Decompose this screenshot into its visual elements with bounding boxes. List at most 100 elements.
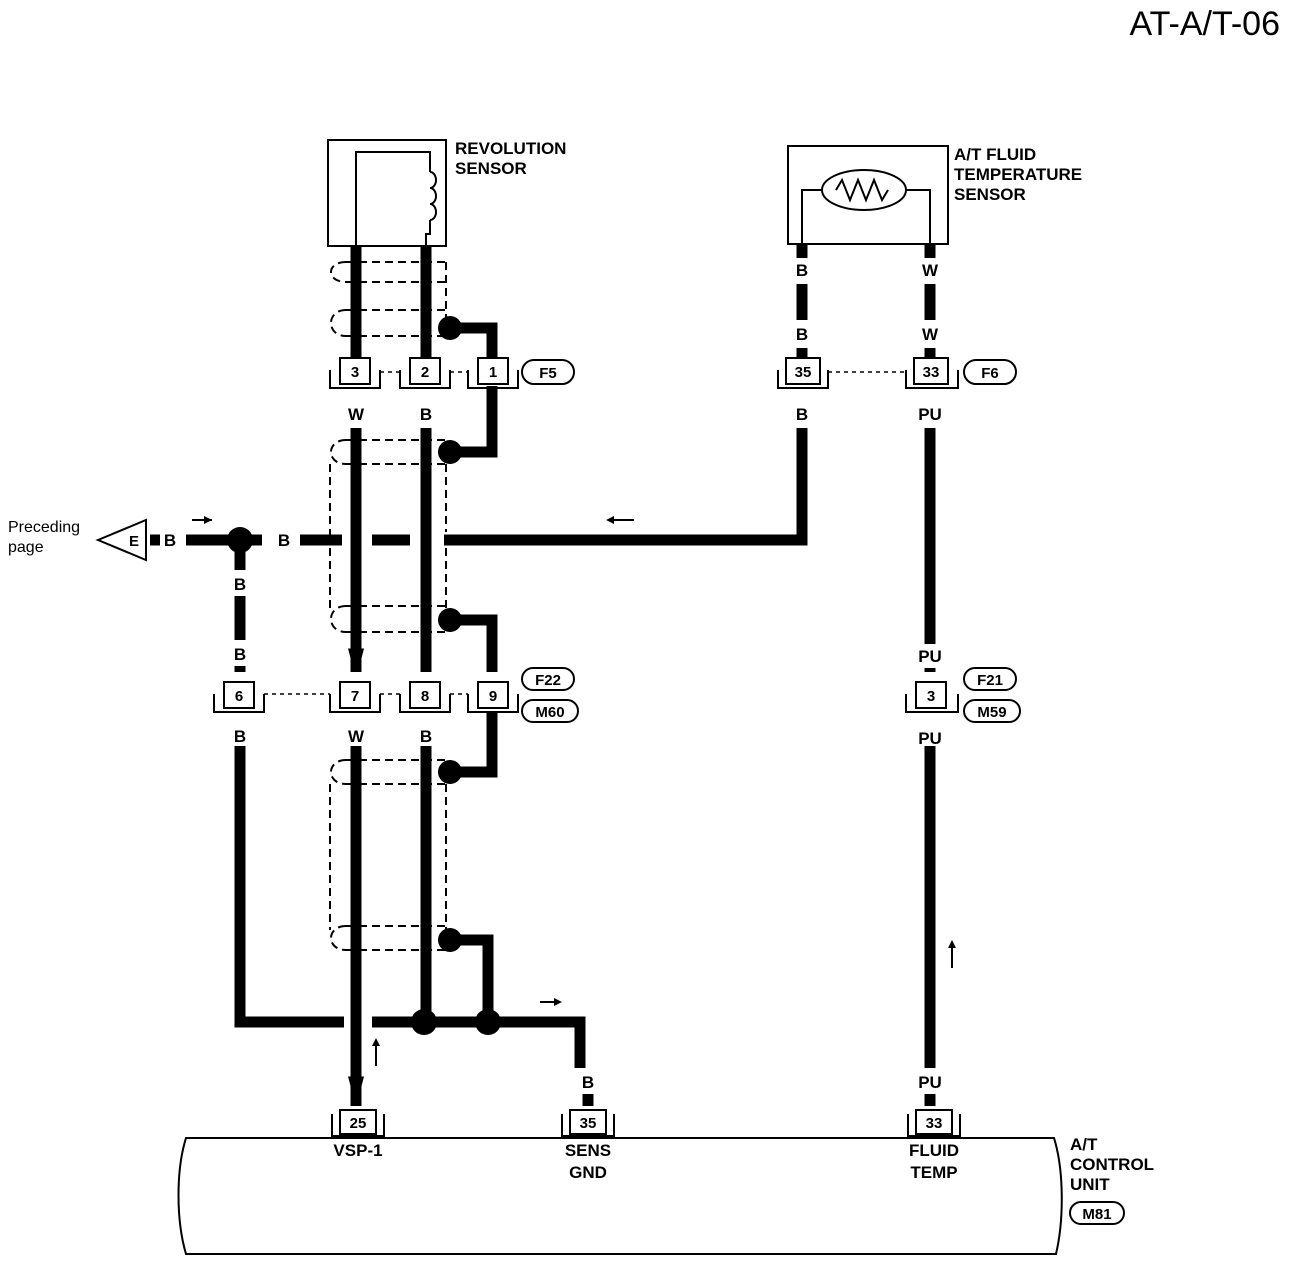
- wire-color-label: W: [348, 1073, 365, 1092]
- svg-text:3: 3: [351, 364, 359, 381]
- revolution-sensor: [327, 139, 447, 247]
- svg-text:1: 1: [489, 364, 497, 381]
- connector-badge: [963, 359, 1017, 385]
- wire-color-label: B: [796, 405, 808, 424]
- svg-text:35: 35: [795, 364, 812, 381]
- connector-m60: M60: [535, 704, 564, 721]
- connector-m59: M59: [977, 704, 1006, 721]
- splice-dot: [438, 440, 462, 464]
- wire-color-label: B: [234, 727, 246, 746]
- pin-box: 6: [213, 681, 265, 713]
- svg-text:9: 9: [489, 688, 497, 705]
- arrow-icon: [606, 516, 634, 524]
- fluid-sensor-label-2: TEMPERATURE: [954, 165, 1082, 184]
- connector-badge: [1069, 1201, 1125, 1225]
- preceding-connector-e: E: [129, 533, 139, 550]
- pin-box: 9: [467, 681, 519, 713]
- connector-badge: [963, 667, 1017, 691]
- revolution-sensor-label-2: SENSOR: [455, 159, 527, 178]
- svg-text:6: 6: [235, 688, 243, 705]
- pin-box: 33: [907, 1109, 961, 1137]
- splice-dot: [475, 1009, 501, 1035]
- arrow-icon: [192, 516, 212, 524]
- control-unit-label-2: CONTROL: [1070, 1155, 1154, 1174]
- pin-box: 2: [399, 357, 451, 389]
- arrow-icon: [948, 940, 956, 968]
- arrow-icon: [372, 1038, 380, 1066]
- splice-dot: [227, 527, 253, 553]
- pin-box: 7: [329, 681, 381, 713]
- wire-color-label: PU: [918, 729, 942, 748]
- preceding-page-label-2: page: [8, 539, 44, 556]
- svg-text:35: 35: [580, 1115, 597, 1132]
- terminal-sens: SENS: [565, 1141, 611, 1160]
- wire-color-label: B: [796, 325, 808, 344]
- connector-f5: F5: [539, 365, 557, 382]
- splice-dot: [438, 316, 462, 340]
- splice-dot: [411, 1009, 437, 1035]
- wire-color-label: B: [420, 727, 432, 746]
- fluid-sensor-label-3: SENSOR: [954, 185, 1026, 204]
- wire-pin9-to-shield: [450, 712, 498, 778]
- pin-box: 35: [777, 357, 829, 389]
- connector-badge: [521, 359, 575, 385]
- svg-text:33: 33: [923, 364, 940, 381]
- connector-m81: M81: [1082, 1206, 1111, 1223]
- wire-color-label: W: [348, 405, 365, 424]
- page-code: AT-A/T-06: [1129, 5, 1280, 43]
- shield-mid-lower: [329, 548, 447, 633]
- wire-color-label: B: [278, 531, 290, 550]
- wire-color-label: W: [348, 727, 365, 746]
- pin-box: 33: [905, 357, 959, 389]
- svg-text:2: 2: [421, 364, 429, 381]
- shield-bottom: [329, 759, 447, 951]
- terminal-gnd: GND: [569, 1163, 607, 1182]
- svg-text:8: 8: [421, 688, 429, 705]
- wire-shield-to-pin1: [450, 322, 498, 360]
- wire-bottom-bus: [372, 1016, 586, 1068]
- fluid-temperature-sensor: [787, 145, 949, 245]
- splice-dot: [438, 608, 462, 632]
- wire-pin1-to-shield: [450, 386, 498, 458]
- wire-color-label: PU: [918, 647, 942, 666]
- wire-color-label: B: [582, 1073, 594, 1092]
- connector-f21: F21: [977, 672, 1003, 689]
- control-unit-label-1: A/T: [1070, 1135, 1098, 1154]
- arrow-icon: [540, 998, 562, 1006]
- connector-badge: [521, 699, 579, 723]
- connector-badge: [963, 699, 1021, 723]
- wire-color-label: W: [348, 645, 365, 664]
- pin-box: 8: [399, 681, 451, 713]
- fluid-sensor-label-1: A/T FLUID: [954, 145, 1036, 164]
- connector-f22: F22: [535, 672, 561, 689]
- pin-box: 35: [561, 1109, 615, 1137]
- control-unit-body: [177, 1137, 1063, 1255]
- wire-color-label: B: [164, 531, 176, 550]
- pin-box: 3: [329, 357, 381, 389]
- wire-color-label: B: [420, 645, 432, 664]
- splice-dot: [438, 760, 462, 784]
- wire-b-left-down: [234, 746, 344, 1028]
- pin-box: 3: [905, 681, 959, 713]
- wire-color-label: W: [922, 261, 939, 280]
- wire-color-label: W: [922, 325, 939, 344]
- terminal-vsp: VSP-1: [333, 1141, 382, 1160]
- control-unit-label-3: UNIT: [1070, 1175, 1110, 1194]
- svg-text:3: 3: [927, 688, 935, 705]
- wire-color-label: B: [796, 261, 808, 280]
- wire-shield-to-pin9: [450, 614, 498, 672]
- pin-box: 25: [331, 1109, 385, 1137]
- wire-color-label: B: [420, 405, 432, 424]
- shield-mid-upper: [329, 439, 447, 540]
- pin-box: 1: [467, 357, 519, 389]
- wire-color-label: B: [234, 645, 246, 664]
- splice-dot: [438, 928, 462, 952]
- revolution-sensor-label-1: REVOLUTION: [455, 139, 566, 158]
- wire-fluid-b-return: [444, 428, 808, 546]
- wire-shield-to-splice: [450, 934, 494, 1020]
- shield-top: [330, 261, 447, 337]
- connector-f6: F6: [981, 365, 999, 382]
- svg-text:7: 7: [351, 688, 359, 705]
- preceding-page-connector: [95, 518, 147, 562]
